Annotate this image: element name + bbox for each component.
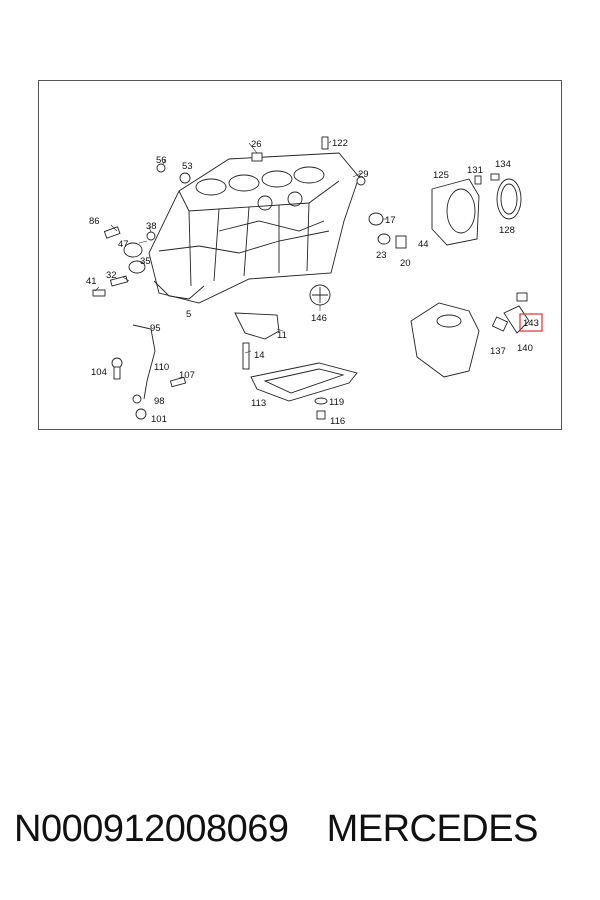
- part-number-text: N000912008069: [14, 808, 289, 850]
- side-bracket-detail: [410, 292, 530, 378]
- bracket-part: [234, 312, 280, 370]
- callout-label: 17: [385, 215, 396, 226]
- rear-cover-part: [431, 173, 522, 246]
- callout-label: 116: [330, 416, 345, 427]
- callout-labels: 26 122 56 53 29 125 131 134 86 38 17 47 …: [86, 138, 533, 427]
- engine-block-part: [148, 152, 360, 304]
- callout-label: 134: [495, 159, 511, 170]
- plugs-and-seals: [368, 212, 407, 249]
- callout-label: 86: [89, 216, 100, 227]
- brand-text: MERCEDES: [326, 808, 539, 850]
- parts-diagram-frame: 26 122 56 53 29 125 131 134 86 38 17 47 …: [38, 80, 562, 430]
- callout-label: 23: [376, 250, 387, 261]
- callout-label: 128: [499, 225, 515, 236]
- callout-label: 11: [277, 330, 287, 341]
- callout-label: 20: [400, 258, 411, 269]
- left-fasteners: [92, 136, 366, 297]
- callout-label: 56: [156, 155, 167, 166]
- callout-label: 104: [91, 367, 107, 378]
- callout-label: 38: [146, 221, 157, 232]
- leader-lines: [94, 140, 387, 354]
- callout-label: 101: [151, 414, 167, 425]
- callout-label-highlighted[interactable]: 143: [523, 318, 539, 329]
- callout-label: 146: [311, 313, 327, 324]
- dipstick-tube-part: [111, 324, 187, 420]
- callout-label: 140: [517, 343, 533, 354]
- callout-label: 44: [418, 239, 429, 250]
- callout-label: 113: [251, 398, 266, 409]
- callout-label: 119: [329, 397, 344, 408]
- callout-label: 107: [179, 370, 195, 381]
- callout-label: 131: [467, 165, 483, 176]
- callout-label: 137: [490, 346, 506, 357]
- highlighted-callout[interactable]: 143: [519, 313, 543, 332]
- callout-label: 53: [182, 161, 193, 172]
- callout-label: 110: [154, 362, 169, 373]
- callout-label: 95: [150, 323, 161, 334]
- callout-label: 5: [186, 309, 191, 320]
- callout-label: 122: [332, 138, 348, 149]
- callout-label: 32: [106, 270, 117, 281]
- vibration-damper-part: [309, 284, 331, 306]
- oil-pan-part: [250, 362, 358, 420]
- callout-label: 29: [358, 169, 369, 180]
- callout-label: 41: [86, 276, 97, 287]
- callout-label: 98: [154, 396, 165, 407]
- product-caption: N000912008069 MERCEDES: [14, 808, 594, 858]
- callout-label: 14: [254, 350, 265, 361]
- callout-label: 125: [433, 170, 449, 181]
- callout-label: 35: [140, 256, 151, 267]
- engine-block-exploded-diagram: 26 122 56 53 29 125 131 134 86 38 17 47 …: [86, 136, 543, 427]
- callout-label: 26: [251, 139, 262, 150]
- highlight-box: [519, 313, 543, 332]
- callout-label: 47: [118, 239, 129, 250]
